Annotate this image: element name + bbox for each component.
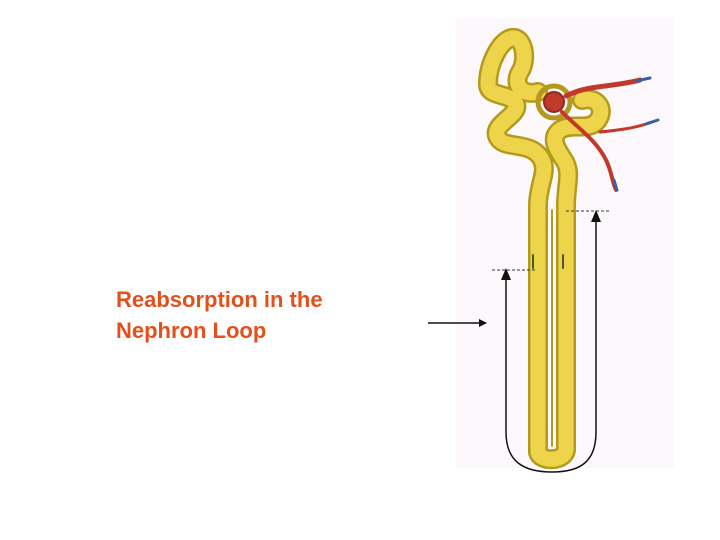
- glomerulus: [535, 76, 660, 192]
- nephron-tubule: [478, 28, 611, 470]
- title-line-1: Reabsorption in the: [116, 287, 323, 312]
- bracket-arrowhead-right: [591, 210, 601, 222]
- capillary-tuft: [543, 91, 565, 113]
- loop-bracket-arrow: [505, 212, 597, 473]
- peritubular-capillary-tip: [612, 178, 619, 192]
- glomerular-capsule: [535, 83, 573, 121]
- bracket-arrowhead-left: [501, 268, 511, 280]
- afferent-arteriole: [563, 77, 643, 99]
- afferent-arteriole-tip: [634, 76, 652, 83]
- slide-title: Reabsorption in the Nephron Loop: [116, 284, 416, 346]
- tubule-fill: [480, 30, 609, 467]
- efferent-vessel-tip: [644, 118, 660, 126]
- title-line-2: Nephron Loop: [116, 318, 267, 343]
